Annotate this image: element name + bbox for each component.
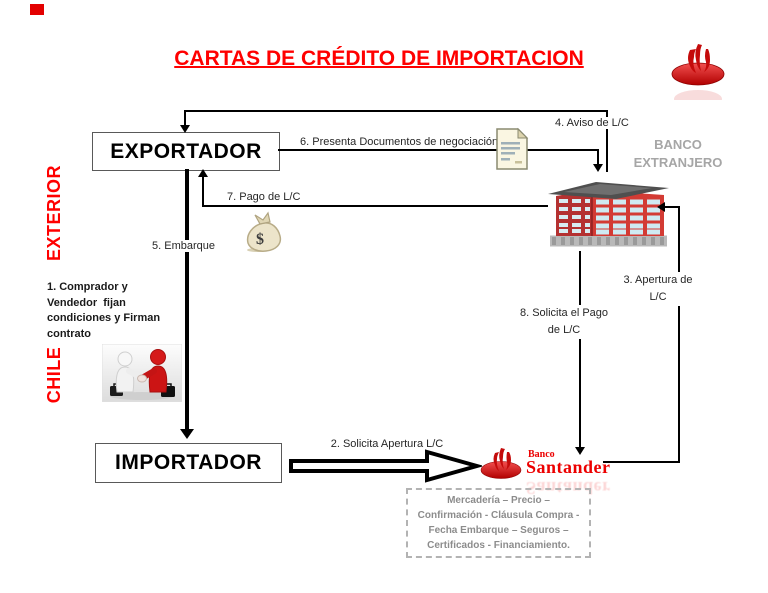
conditions-note-box: Mercadería – Precio – Confirmación - Clá…: [406, 488, 591, 558]
foreign-bank-building-image: [548, 182, 669, 247]
step-5-label: 5. Embarque: [149, 240, 218, 252]
step-8-label: 8. Solicita el Pago de L/C: [502, 305, 626, 339]
step-3-label: 3. Apertura de L/C: [616, 272, 700, 306]
arrow-aviso-horizontal: [184, 110, 608, 112]
step-2-label: 2. Solicita Apertura L/C: [298, 438, 476, 450]
santander-name-label: Santander: [526, 457, 611, 477]
embarque-arrowhead: [180, 429, 194, 439]
arrow-aviso-vertical-left: [184, 110, 186, 126]
santander-flame-icon: [671, 44, 725, 100]
arrow-aviso-vertical-right: [606, 110, 608, 172]
arrow-solicita-pago-vertical: [579, 251, 581, 448]
importador-label: IMPORTADOR: [115, 451, 262, 474]
pago-arrowhead: [198, 169, 208, 177]
negotiation-documents-icon: [496, 127, 529, 170]
importador-box: IMPORTADOR: [95, 443, 282, 483]
santander-banco-label: Banco: [528, 449, 555, 460]
santander-logo-flame-icon: [480, 448, 522, 479]
page-title: CARTAS DE CRÉDITO DE IMPORTACION: [174, 47, 584, 70]
arrow-embarque-line: [185, 169, 189, 430]
arrow-apertura-horizontal-top: [664, 206, 680, 208]
step-6-label: 6. Presenta Documentos de negociación: [297, 136, 502, 148]
arrow-documentos-horizontal: [278, 149, 599, 151]
handshake-figures-image: [102, 344, 182, 402]
arrow-apertura-vertical: [678, 206, 680, 463]
exportador-box: EXPORTADOR: [92, 132, 280, 171]
documentos-arrowhead: [593, 164, 603, 172]
slide-corner-mark: [30, 4, 44, 15]
step-1-note: 1. Comprador y Vendedor fijan condicione…: [47, 281, 161, 340]
foreign-bank-label: BANCO EXTRANJERO: [633, 137, 723, 170]
payment-money-bag-icon: $: [246, 211, 282, 252]
arrow-apertura-horizontal-bottom: [603, 461, 680, 463]
exportador-label: EXPORTADOR: [110, 139, 262, 163]
arrow-documentos-vertical: [597, 149, 599, 166]
region-label-exterior: EXTERIOR: [44, 165, 64, 262]
arrow-pago-horizontal: [204, 205, 548, 207]
arrow-pago-vertical: [202, 177, 204, 207]
apertura-arrowhead: [657, 202, 665, 212]
aviso-arrowhead: [180, 125, 190, 133]
svg-text:$: $: [256, 231, 264, 248]
step-7-label: 7. Pago de L/C: [224, 191, 304, 203]
step-4-label: 4. Aviso de L/C: [552, 117, 632, 129]
solicita-pago-arrowhead: [575, 447, 585, 455]
solicita-apertura-block-arrow: [289, 449, 482, 483]
